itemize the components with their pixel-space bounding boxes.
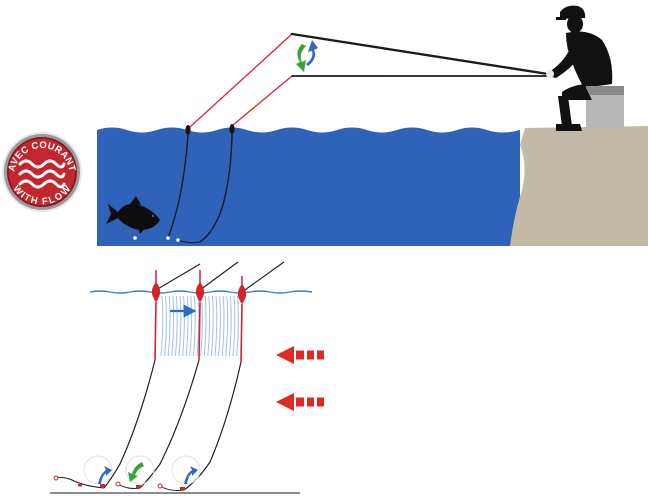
bait-1 [53, 475, 59, 481]
raise-arrow-icon [306, 40, 318, 66]
weight-1 [100, 484, 105, 487]
drift-line [203, 295, 207, 357]
river-bank [510, 126, 648, 246]
angler-icon [546, 5, 624, 131]
underwater-line-lower [199, 133, 233, 243]
drift-line [236, 295, 239, 357]
fishing-rod-upper [290, 32, 550, 76]
float-stem-2 [198, 301, 201, 361]
fishing-line-lower [230, 75, 293, 127]
drift-line [178, 295, 182, 357]
float-upper [185, 125, 191, 135]
drop-line-1 [103, 359, 156, 489]
drop-line-2 [139, 359, 200, 489]
float-3 [237, 284, 247, 304]
drift-line [160, 295, 164, 357]
float-stem-3 [240, 303, 243, 363]
bait-2 [115, 481, 121, 487]
fish-icon [106, 196, 160, 234]
water-body [97, 127, 520, 246]
drift-line [174, 295, 178, 357]
drift-line [207, 295, 211, 357]
lower-arrow-icon [296, 44, 306, 72]
line-above-2 [199, 261, 239, 291]
raise-arrow-icon-1 [98, 466, 112, 484]
bottom-scene [50, 261, 324, 494]
float-1 [151, 282, 161, 302]
bait-fish [133, 236, 137, 240]
underwater-line-upper [167, 134, 189, 239]
drift-line [200, 295, 203, 357]
raise-arrow-icon-3 [184, 466, 198, 484]
drift-line [167, 295, 171, 357]
weight-4 [78, 484, 82, 487]
top-scene: AVEC COURANT WITH FLOW [2, 5, 648, 246]
drift-line [189, 295, 193, 357]
drift-line [210, 295, 214, 357]
drift-line [171, 295, 175, 357]
drift-line [196, 295, 200, 357]
float-2 [195, 282, 205, 302]
bait-lower [176, 238, 180, 242]
drift-line [164, 295, 167, 357]
drift-line [185, 295, 189, 357]
drift-lines [160, 295, 239, 357]
bait-upper [166, 236, 170, 240]
float-stem-1 [154, 301, 157, 361]
hook-circle-2 [125, 455, 155, 485]
line-above-3 [241, 261, 285, 293]
current-arrow-icon [276, 346, 324, 364]
current-arrow-icon-2 [276, 393, 324, 411]
lower-arrow-icon-2 [128, 462, 144, 482]
bait-3 [157, 483, 163, 489]
drift-line [232, 295, 236, 357]
weight-2 [136, 485, 141, 488]
float-lower [229, 124, 235, 134]
drift-line [182, 295, 185, 357]
drift-line [228, 295, 232, 357]
weight-3 [180, 487, 185, 490]
drift-line [192, 295, 196, 357]
flow-badge-icon: AVEC COURANT WITH FLOW [2, 132, 82, 212]
drift-line [221, 295, 225, 357]
fishing-line-upper [187, 33, 293, 129]
drift-line [214, 295, 218, 357]
hook-line-1 [55, 476, 105, 489]
drift-line [218, 295, 221, 357]
line-above-1 [155, 263, 201, 291]
drift-line [225, 295, 229, 357]
